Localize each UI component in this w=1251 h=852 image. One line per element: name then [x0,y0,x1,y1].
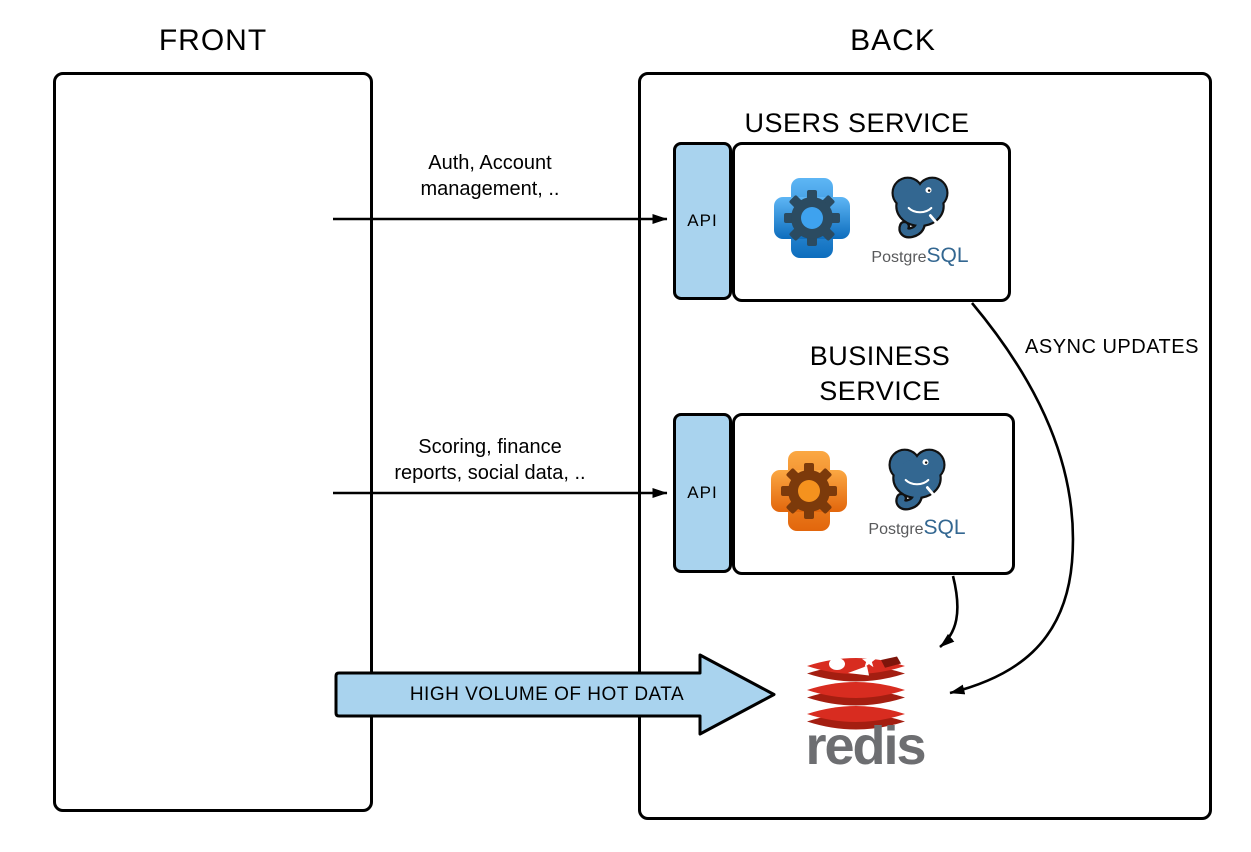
postgres-text-gray: Postgre [868,521,924,538]
redis-database-stack-icon [807,653,905,730]
users-api-box: API [673,142,732,300]
business-service-title-line2: SERVICE [819,376,941,406]
async-updates-label: ASYNC UPDATES [1025,336,1199,358]
postgresql-wordmark: PostgreSQL [865,516,969,540]
postgresql-elephant-icon [888,448,946,511]
business-api-box: API [673,413,732,573]
front-to-users-label-line1: Auth, Account [428,152,552,174]
business-service-title: BUSINESS SERVICE [680,339,1080,409]
postgres-text-gray: Postgre [871,249,927,266]
business-service-title-line1: BUSINESS [809,341,951,371]
business-api-label: API [687,483,718,502]
front-to-users-label-line2: management, .. [420,178,560,200]
orange-gear-app-icon [771,451,847,531]
postgres-text-blue: SQL [926,244,969,267]
front-to-business-label-line1: Scoring, finance [418,436,562,458]
postgresql-elephant-icon [891,176,949,239]
postgresql-wordmark: PostgreSQL [868,244,972,268]
postgres-text-blue: SQL [923,516,966,539]
back-title: BACK [850,24,936,57]
front-to-business-label: Scoring, finance reports, social data, .… [340,434,640,486]
front-to-users-label: Auth, Account management, .. [340,150,640,202]
hot-data-label: HIGH VOLUME OF HOT DATA [409,684,685,705]
users-service-title: USERS SERVICE [744,108,970,138]
front-to-business-label-line2: reports, social data, .. [394,462,586,484]
redis-wordmark: redis [805,716,926,776]
front-container-box [53,72,373,812]
blue-gear-app-icon [774,178,850,258]
users-api-label: API [687,211,718,230]
front-title: FRONT [158,24,268,57]
